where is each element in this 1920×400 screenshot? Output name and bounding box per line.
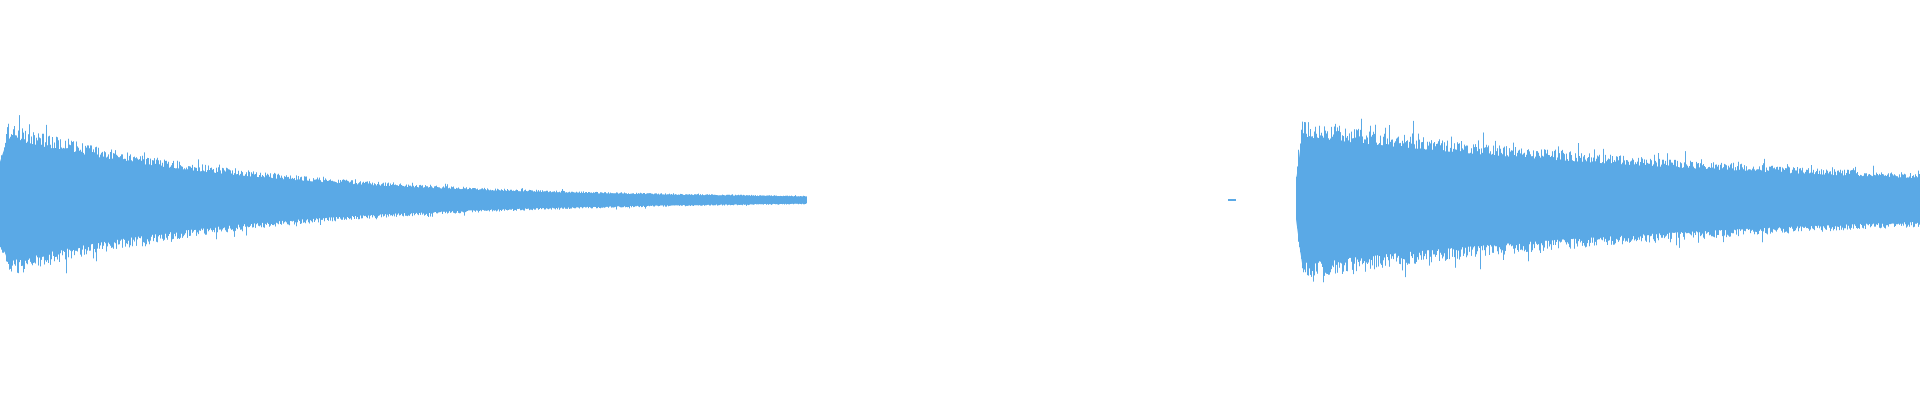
waveform-peaks: [0, 115, 1920, 283]
waveform-body: [0, 136, 1920, 264]
